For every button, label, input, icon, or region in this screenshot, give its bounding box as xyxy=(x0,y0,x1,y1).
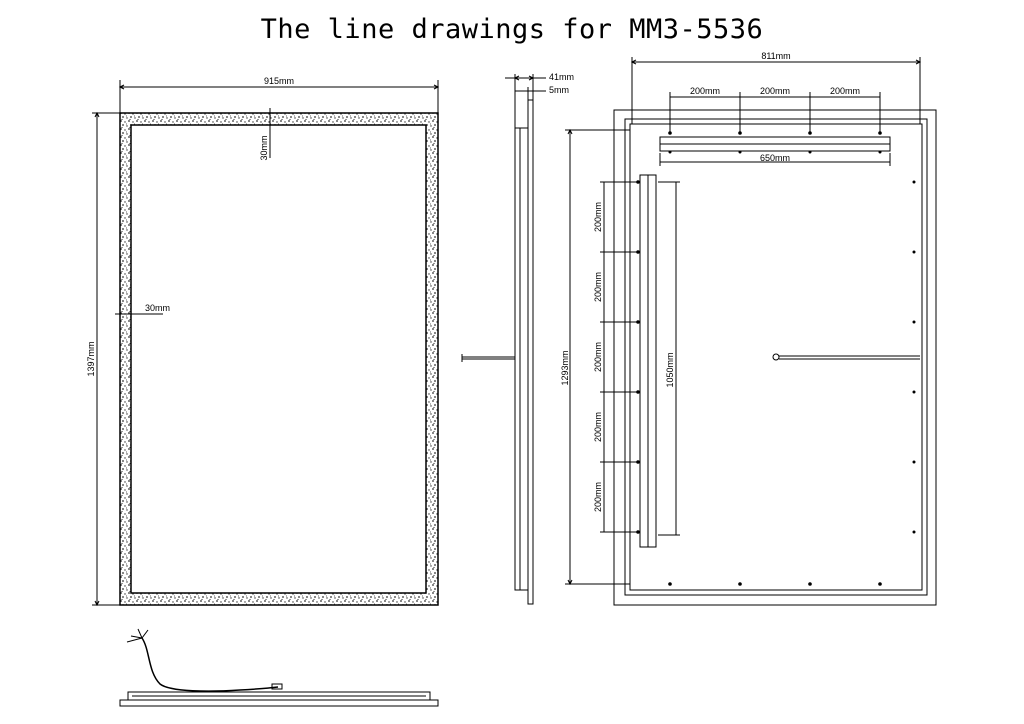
back-left-spacing-2: 200mm xyxy=(593,272,603,302)
front-width-label: 915mm xyxy=(264,76,294,86)
back-width-label: 811mm xyxy=(761,51,790,61)
back-inner-width-label: 650mm xyxy=(760,153,790,163)
front-height-label: 1397mm xyxy=(86,341,96,376)
back-top-spacing-3: 200mm xyxy=(830,86,860,96)
back-view-mounting-dots xyxy=(636,131,916,586)
back-left-spacing-3: 200mm xyxy=(593,342,603,372)
side-view xyxy=(461,74,546,605)
side-view-labels: 41mm 5mm xyxy=(549,72,574,95)
frame-border xyxy=(119,112,439,606)
front-view-labels: 915mm 1397mm 30mm 30mm xyxy=(86,76,294,377)
front-view xyxy=(92,80,440,607)
bottom-view xyxy=(119,628,439,707)
back-top-spacing-1: 200mm xyxy=(690,86,720,96)
back-left-spacing-4: 200mm xyxy=(593,412,603,442)
back-left-spacing-1: 200mm xyxy=(593,202,603,232)
side-glass-label: 5mm xyxy=(549,85,569,95)
back-inner-height-label: 1050mm xyxy=(665,352,675,387)
back-view-labels: 811mm 200mm 200mm 200mm 650mm 1293mm 105… xyxy=(560,51,860,512)
back-view xyxy=(565,57,937,606)
back-top-spacing-2: 200mm xyxy=(760,86,790,96)
front-border-top-label: 30mm xyxy=(259,135,269,160)
side-depth-label: 41mm xyxy=(549,72,574,82)
drawing-title: The line drawings for MM3-5536 xyxy=(260,14,764,45)
front-border-side-label: 30mm xyxy=(145,303,170,313)
back-height-label: 1293mm xyxy=(560,350,570,385)
back-left-spacing-5: 200mm xyxy=(593,482,603,512)
